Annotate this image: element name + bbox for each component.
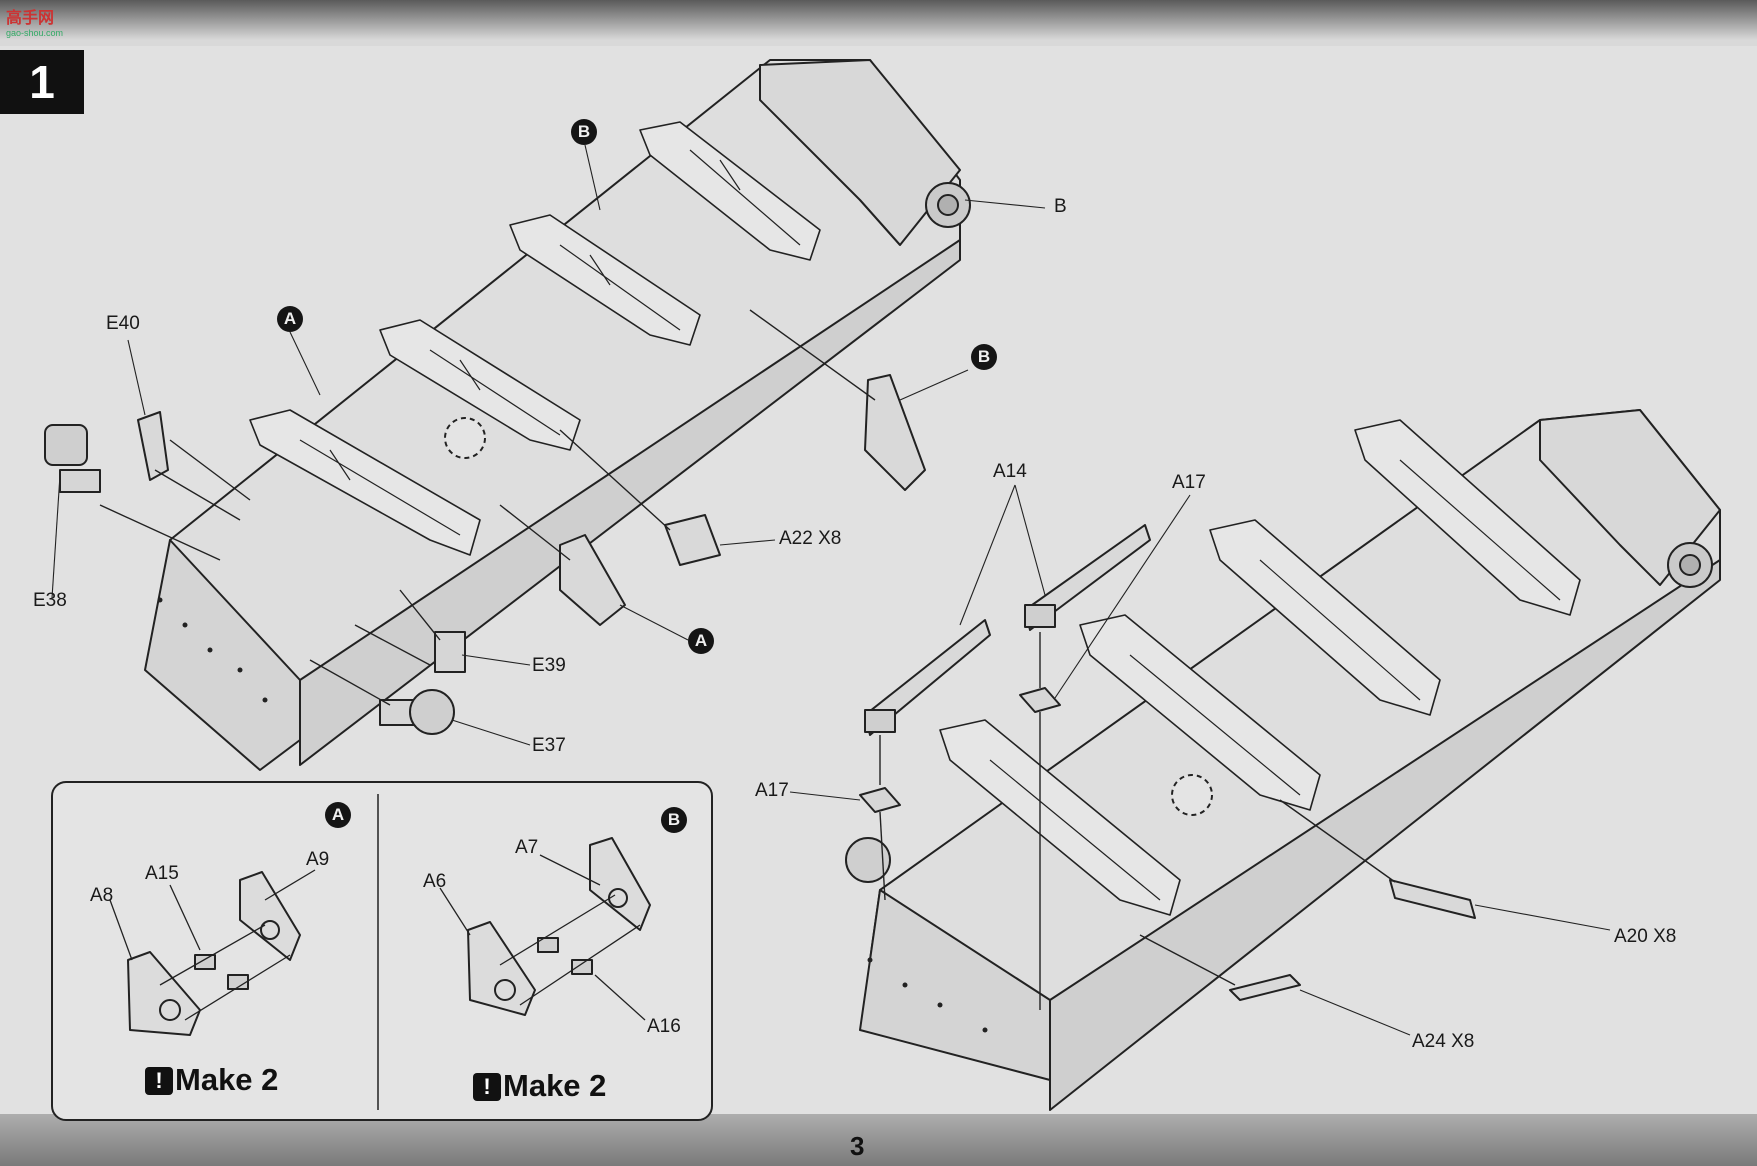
callout-b-top: B — [571, 119, 597, 145]
label-e38: E38 — [33, 590, 67, 611]
label-a14: A14 — [993, 461, 1027, 482]
inset-b-note: !Make 2 — [473, 1068, 606, 1104]
label-e39: E39 — [532, 655, 566, 676]
label-a17-top: A17 — [1172, 472, 1206, 493]
label-a20: A20 X8 — [1614, 926, 1677, 947]
step-number: 1 — [0, 50, 84, 114]
label-a7: A7 — [515, 837, 539, 858]
inset-b-note-text: Make 2 — [503, 1068, 607, 1103]
label-a24: A24 X8 — [1412, 1031, 1475, 1052]
warning-icon: ! — [145, 1067, 173, 1095]
label-a17-left: A17 — [755, 780, 789, 801]
hull-right-parts — [789, 484, 1611, 1036]
inset-a-note-text: Make 2 — [175, 1062, 279, 1097]
warning-icon: ! — [473, 1073, 501, 1101]
callout-a-mid: A — [688, 628, 714, 654]
watermark-logo: 高手网 gao-shou.com — [6, 4, 63, 38]
label-a8: A8 — [90, 885, 114, 906]
hull-right — [845, 409, 1721, 1111]
label-b-main: B — [1054, 196, 1067, 217]
watermark-sub: gao-shou.com — [6, 28, 64, 38]
callout-b-mid: B — [971, 344, 997, 370]
inset-b-badge: B — [661, 807, 687, 833]
inset-panel — [51, 781, 713, 1121]
inset-a-badge: A — [325, 802, 351, 828]
label-e40: E40 — [106, 313, 140, 334]
label-a16: A16 — [647, 1016, 681, 1037]
label-a6: A6 — [423, 871, 447, 892]
label-a22: A22 X8 — [779, 528, 842, 549]
callout-a-left: A — [277, 306, 303, 332]
label-a9: A9 — [306, 849, 330, 870]
inset-a-note: !Make 2 — [145, 1062, 278, 1098]
label-a15: A15 — [145, 863, 179, 884]
page-number: 3 — [850, 1131, 865, 1161]
hull-left — [144, 59, 971, 771]
watermark-text: 高手网 — [6, 10, 55, 27]
hull-left-parts — [44, 144, 1046, 746]
label-e37: E37 — [532, 735, 566, 756]
